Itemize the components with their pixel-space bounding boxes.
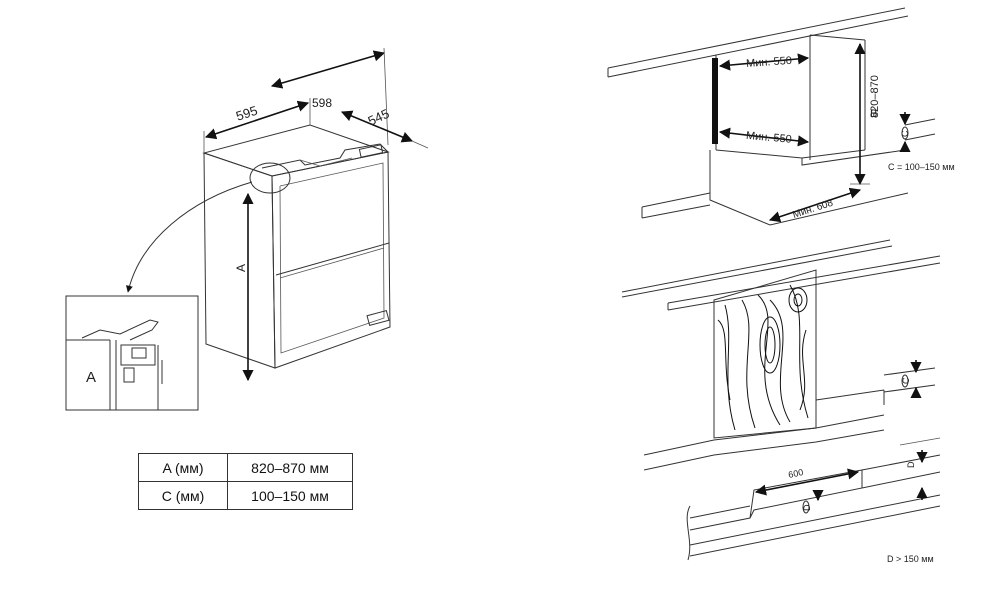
dim-top-label: 598 bbox=[312, 96, 332, 110]
spec-value-c: 100–150 мм bbox=[227, 481, 353, 510]
door-split bbox=[275, 242, 390, 276]
wood-grain bbox=[717, 284, 809, 431]
dim-line-top bbox=[270, 50, 386, 89]
fridge-drawing: 595 598 545 A bbox=[126, 47, 429, 382]
dim-width-label: 595 bbox=[234, 103, 259, 124]
detail-circle bbox=[249, 162, 291, 194]
min-bottom-label: Мин. 550 bbox=[745, 130, 792, 146]
label-d: D bbox=[802, 504, 812, 511]
table-row: C (мм) 100–150 мм bbox=[138, 481, 353, 510]
dim-height-label: A bbox=[234, 264, 248, 272]
spec-param-c: C (мм) bbox=[138, 481, 228, 510]
label-d-top: D bbox=[906, 461, 916, 468]
fridge-front bbox=[271, 151, 391, 369]
label-c-upper: C bbox=[900, 130, 910, 137]
niche-drawing: Мин. 550 Мин. 550 820–870 B C C = 100–15… bbox=[607, 7, 955, 226]
note-c: C = 100–150 мм bbox=[888, 162, 955, 172]
detail-arrow bbox=[126, 181, 253, 293]
dim-depth-label: 545 bbox=[366, 106, 392, 129]
table-row: A (мм) 820–870 мм bbox=[138, 453, 353, 482]
label-b: B bbox=[870, 108, 877, 120]
height-range-label: 820–870 bbox=[869, 75, 881, 118]
dim-line-depth bbox=[340, 110, 414, 143]
cabinet-left-side bbox=[203, 152, 276, 369]
dim-line-width bbox=[204, 100, 310, 140]
spec-param-a: A (мм) bbox=[138, 453, 228, 482]
min-top-label: Мин. 550 bbox=[746, 55, 793, 70]
panel-drawing: 600 C D D D > 150 мм bbox=[621, 239, 941, 564]
label-c-lower: C bbox=[901, 377, 911, 384]
spec-value-a: 820–870 мм bbox=[227, 453, 353, 482]
detail-label: A bbox=[86, 369, 96, 386]
note-d: D > 150 мм bbox=[887, 554, 934, 564]
vent-width-label: 600 bbox=[787, 467, 804, 480]
spec-table: A (мм) 820–870 мм C (мм) 100–150 мм bbox=[138, 453, 353, 510]
min-width-label: Мин. 608 bbox=[791, 198, 834, 221]
detail-view: A bbox=[65, 295, 199, 411]
